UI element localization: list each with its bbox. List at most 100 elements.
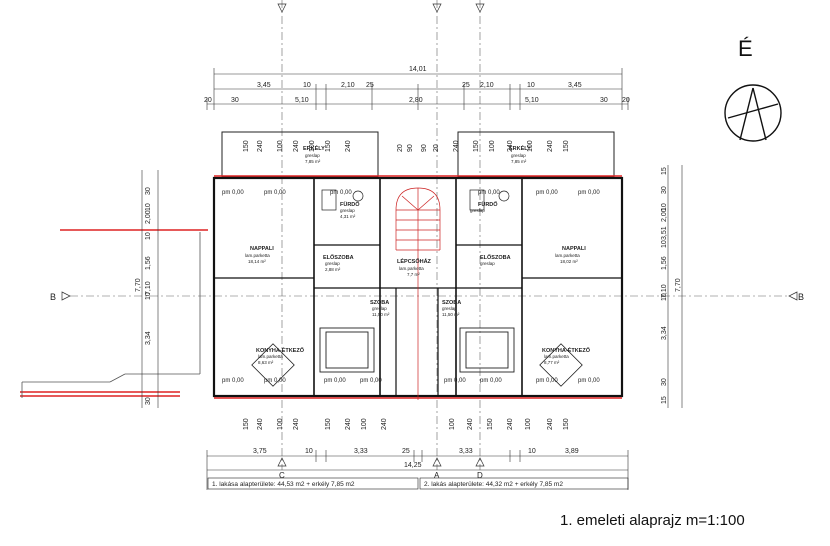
dim-label: 100 — [277, 418, 284, 430]
room-material: lam.parketta — [555, 253, 580, 258]
dim-label: 240 — [345, 418, 352, 430]
elevation-label: pm 0,00 — [264, 190, 286, 196]
section-label-c: C — [279, 471, 285, 480]
dim-label: 150 — [243, 418, 250, 430]
dim-label: 240 — [507, 140, 514, 152]
dim-label: 1,56 — [661, 256, 668, 270]
dim-label: 100 — [309, 140, 316, 152]
dim-label: 10 — [661, 203, 668, 211]
room-area: 18,02 m² — [560, 259, 578, 264]
dim-label: 240 — [293, 140, 300, 152]
room-name: KONYHA-ÉTKEZŐ — [256, 346, 305, 354]
dim-label: 10 — [303, 82, 311, 89]
dim-label: 150 — [325, 418, 332, 430]
dim-label: 25 — [462, 82, 470, 89]
dim-label: 240 — [453, 140, 460, 152]
dim-label: 15 — [661, 396, 668, 404]
dim-label: 20 — [622, 97, 630, 104]
elevation-label: pm 0,00 — [480, 378, 502, 384]
dim-label: 100 — [361, 418, 368, 430]
room-name: SZOBA — [442, 300, 461, 306]
section-label-b-left: B — [50, 292, 56, 302]
room-area: 7,85 m² — [305, 159, 321, 164]
dim-label: 30 — [600, 97, 608, 104]
room-area: 2,88 m² — [325, 267, 341, 272]
dim-label: 10 — [145, 292, 152, 300]
dim-label: 2,00 — [661, 208, 668, 222]
dim-side-total: 7,70 — [135, 278, 142, 292]
room-material: lam.parketta — [544, 354, 569, 359]
section-label-a: A — [434, 471, 440, 480]
dim-label: 10 — [661, 240, 668, 248]
dim-label: 30 — [145, 187, 152, 195]
dim-label: 150 — [563, 140, 570, 152]
dim-label: 240 — [547, 418, 554, 430]
section-label-d: D — [477, 471, 483, 480]
elevation-label: pm 0,00 — [536, 378, 558, 384]
dim-label: 2,10 — [341, 82, 355, 89]
room-name: FÜRDŐ — [340, 201, 360, 208]
dim-label: 15 — [661, 167, 668, 175]
dim-label: 150 — [473, 140, 480, 152]
drawing-title: 1. emeleti alaprajz m=1:100 — [560, 512, 745, 529]
dim-label: 10 — [145, 232, 152, 240]
dim-label: 100 — [449, 418, 456, 430]
dim-label: 25 — [402, 448, 410, 455]
summary-flat-2: 2. lakás alapterülete: 44,32 m2 + erkély… — [424, 481, 563, 488]
dim-label: 90 — [421, 144, 428, 152]
room-material: greslap — [511, 153, 526, 158]
room-material: greslap — [470, 208, 485, 213]
north-label: É — [738, 36, 753, 61]
dim-label: 25 — [366, 82, 374, 89]
dim-label: 2,00 — [145, 210, 152, 224]
elevation-label: pm 0,00 — [578, 190, 600, 196]
dim-label: 240 — [257, 140, 264, 152]
elevation-label: pm 0,00 — [578, 378, 600, 384]
room-material: lam.parketta — [258, 354, 283, 359]
dim-label: 150 — [243, 140, 250, 152]
room-material: greslap — [372, 306, 387, 311]
dim-side-total: 7,70 — [675, 278, 682, 292]
dim-label: 90 — [407, 144, 414, 152]
dim-label: 7,10 — [661, 284, 668, 298]
dim-label: 20 — [204, 97, 212, 104]
dim-label: 3,33 — [459, 448, 473, 455]
room-area: 7,7 m² — [407, 272, 420, 277]
room-name: KONYHA-ÉTKEZŐ — [542, 346, 591, 354]
north-arrow-icon — [724, 84, 782, 142]
dim-label: 20 — [397, 144, 404, 152]
dim-label: 100 — [525, 418, 532, 430]
elevation-label: pm 0,00 — [444, 378, 466, 384]
room-name: ERKÉLY — [509, 144, 531, 152]
section-label-b-right: B — [798, 292, 804, 302]
dim-label: 240 — [467, 418, 474, 430]
dim-label: 240 — [293, 418, 300, 430]
room-name: FÜRDŐ — [478, 201, 498, 208]
room-name: ELŐSZOBA — [480, 254, 511, 261]
elevation-labels: pm 0,00 pm 0,00 pm 0,00 pm 0,00 pm 0,00 … — [222, 190, 600, 384]
dim-label: 30 — [145, 397, 152, 405]
dim-label: 100 — [489, 140, 496, 152]
dim-label: 240 — [257, 418, 264, 430]
dim-label: 20 — [433, 144, 440, 152]
dim-label: 100 — [277, 140, 284, 152]
room-material: greslap — [442, 306, 457, 311]
room-area: 7,85 m² — [511, 159, 527, 164]
dim-label: 10 — [528, 448, 536, 455]
elevation-label: pm 0,00 — [330, 190, 352, 196]
room-area: 8,63 m² — [258, 360, 274, 365]
dim-label: 30 — [231, 97, 239, 104]
dim-label: 1,56 — [145, 256, 152, 270]
dim-top-total: 14,01 — [409, 66, 427, 73]
dim-label: 3,34 — [145, 331, 152, 345]
room-material: greslap — [480, 261, 495, 266]
dim-label: 150 — [563, 418, 570, 430]
dim-label: 2,10 — [480, 82, 494, 89]
room-name: NAPPALI — [562, 246, 586, 252]
dim-label: 3,75 — [253, 448, 267, 455]
dim-label: 3,45 — [257, 82, 271, 89]
